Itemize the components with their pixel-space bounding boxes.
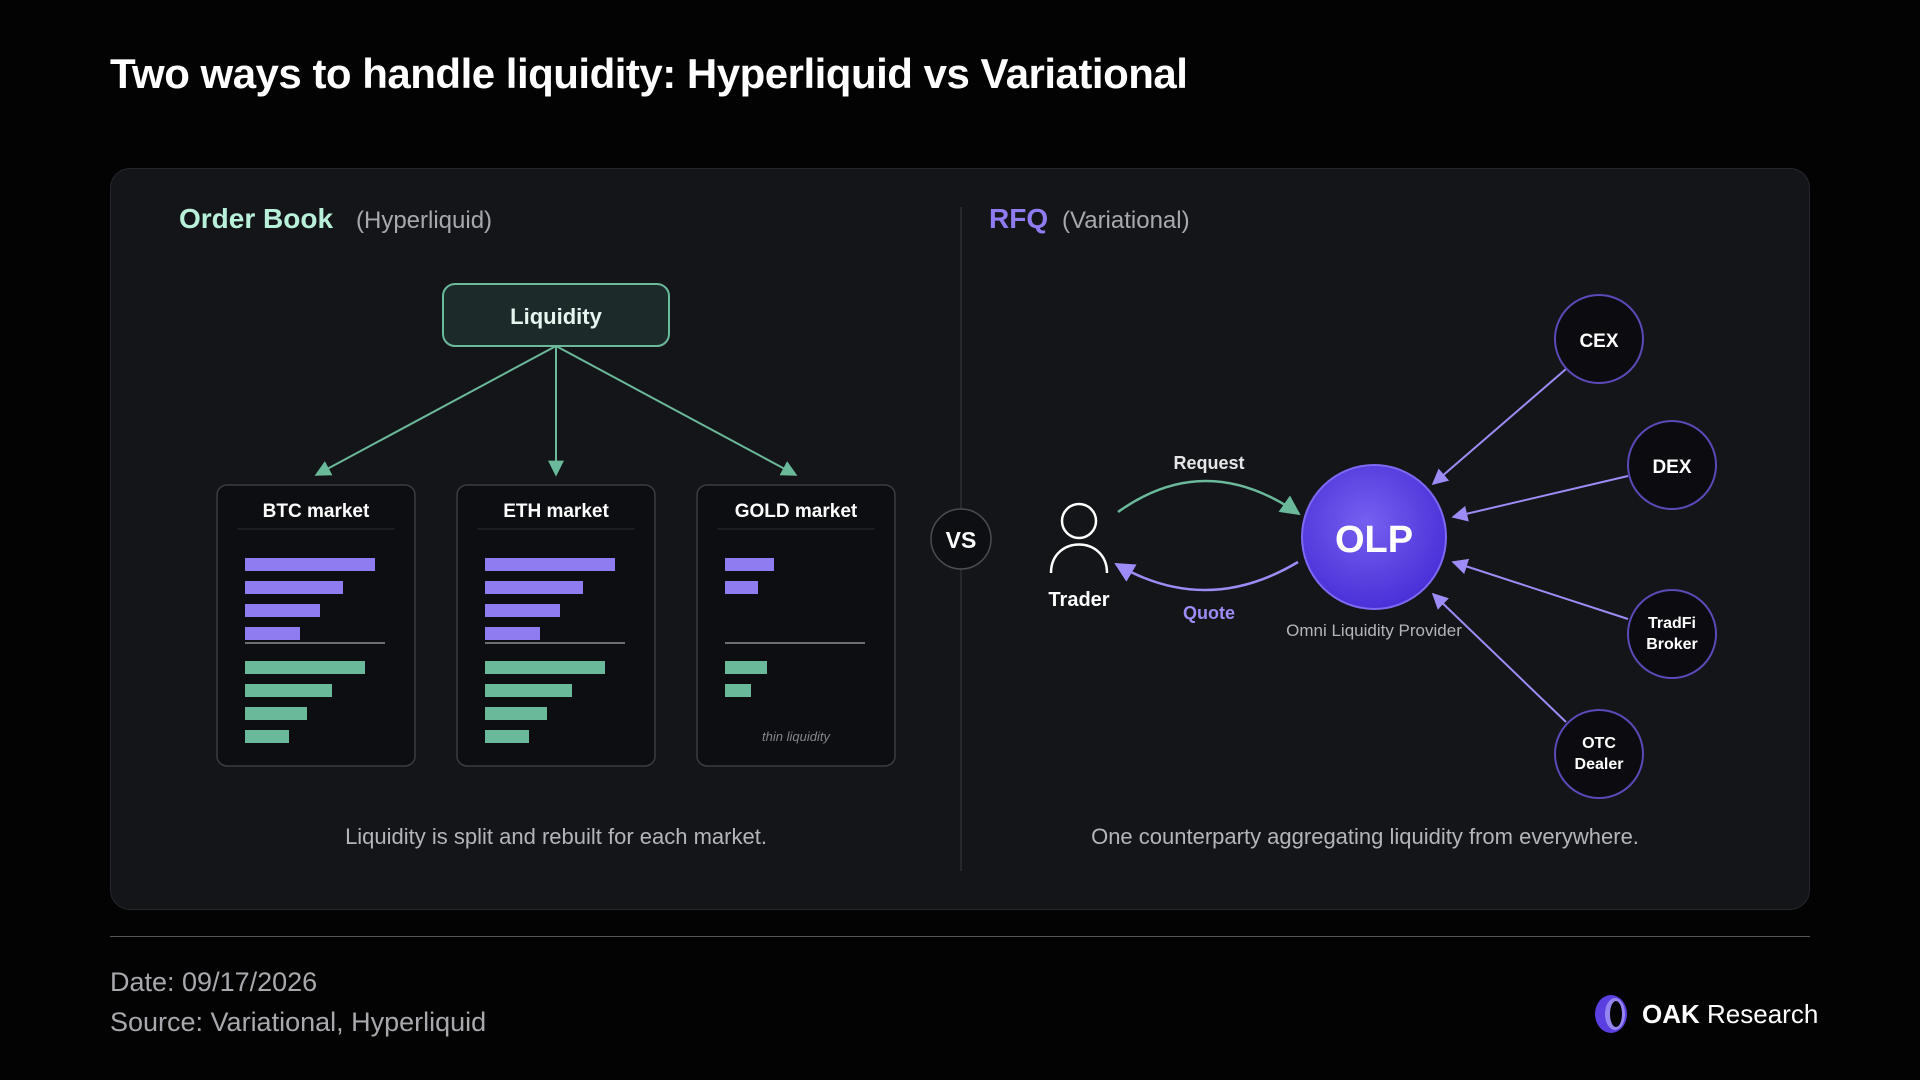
trader-label: Trader bbox=[1048, 589, 1109, 611]
olp-label: OLP bbox=[1335, 519, 1413, 561]
arrow-cex-olp bbox=[1431, 368, 1567, 486]
trader-icon bbox=[1049, 502, 1109, 574]
brand-text: OAK Research bbox=[1642, 999, 1818, 1030]
bid-depth-bar bbox=[245, 581, 343, 594]
brand-logo: OAK Research bbox=[1592, 992, 1818, 1036]
ask-depth-bar bbox=[485, 730, 529, 743]
source-node-tradfi-broker: TradFi Broker bbox=[1627, 589, 1717, 679]
market-card-btc: BTC market bbox=[216, 484, 416, 767]
order-book-subheading: (Hyperliquid) bbox=[356, 207, 492, 234]
bid-depth-bar bbox=[485, 627, 540, 640]
ask-depth-bar bbox=[245, 730, 289, 743]
page-title: Two ways to handle liquidity: Hyperliqui… bbox=[110, 50, 1188, 97]
brand-name-rest: Research bbox=[1699, 998, 1819, 1029]
vs-badge bbox=[930, 508, 992, 570]
market-title: GOLD market bbox=[735, 501, 858, 522]
ask-depth-bar bbox=[485, 661, 605, 674]
market-note: thin liquidity bbox=[762, 729, 831, 744]
quote-label: Quote bbox=[1183, 603, 1235, 623]
rfq-subheading: (Variational) bbox=[1062, 207, 1190, 234]
request-label: Request bbox=[1173, 453, 1244, 473]
liquidity-node-label: Liquidity bbox=[510, 304, 602, 329]
source-node-otc-dealer: OTC Dealer bbox=[1554, 709, 1644, 799]
oak-logo-icon bbox=[1595, 995, 1627, 1033]
ask-depth-bar bbox=[245, 661, 365, 674]
rfq-caption: One counterparty aggregating liquidity f… bbox=[1091, 824, 1639, 849]
arrow-liquidity-btc bbox=[314, 345, 557, 476]
source-label: DEX bbox=[1652, 457, 1691, 478]
market-title: BTC market bbox=[263, 501, 370, 522]
arrow-otc-olp bbox=[1431, 592, 1567, 723]
source-label: CEX bbox=[1579, 331, 1618, 352]
market-card-eth: ETH market bbox=[456, 484, 656, 767]
bid-depth-bar bbox=[245, 604, 320, 617]
bid-depth-bar bbox=[245, 558, 375, 571]
source-label-line2: Broker bbox=[1646, 636, 1698, 653]
request-arrow bbox=[1117, 479, 1301, 516]
source-node-dex: DEX bbox=[1627, 420, 1717, 510]
arrow-liquidity-gold bbox=[555, 345, 798, 476]
olp-hub bbox=[1301, 464, 1447, 610]
rfq-heading: RFQ bbox=[989, 203, 1048, 234]
bid-depth-bar bbox=[725, 558, 774, 571]
vs-label: VS bbox=[946, 527, 977, 553]
footer-source: Source: Variational, Hyperliquid bbox=[110, 1007, 487, 1037]
arrow-tradfi-olp bbox=[1451, 558, 1629, 620]
ask-depth-bar bbox=[245, 707, 307, 720]
source-label-line1: OTC bbox=[1582, 735, 1616, 752]
source-node-cex: CEX bbox=[1554, 294, 1644, 384]
market-card-gold: GOLD market thin liquidity bbox=[696, 484, 896, 767]
ask-depth-bar bbox=[725, 661, 767, 674]
order-book-heading: Order Book bbox=[179, 203, 333, 234]
source-label-line2: Dealer bbox=[1575, 756, 1624, 773]
bid-depth-bar bbox=[245, 627, 300, 640]
footer-meta: Date: 09/17/2026 Source: Variational, Hy… bbox=[110, 962, 486, 1042]
olp-caption: Omni Liquidity Provider bbox=[1286, 621, 1462, 640]
ask-depth-bar bbox=[485, 707, 547, 720]
bid-depth-bar bbox=[485, 558, 615, 571]
footer-divider bbox=[110, 936, 1810, 937]
arrow-dex-olp bbox=[1451, 475, 1629, 522]
comparison-panel: Order Book (Hyperliquid) RFQ (Variationa… bbox=[110, 168, 1810, 910]
comparison-diagram: Order Book (Hyperliquid) RFQ (Variationa… bbox=[179, 203, 1717, 871]
order-book-caption: Liquidity is split and rebuilt for each … bbox=[345, 824, 767, 849]
source-label-line1: TradFi bbox=[1648, 615, 1696, 632]
ask-depth-bar bbox=[485, 684, 572, 697]
brand-name-bold: OAK bbox=[1642, 998, 1700, 1029]
footer-date: Date: 09/17/2026 bbox=[110, 967, 318, 997]
quote-arrow bbox=[1114, 560, 1299, 592]
ask-depth-bar bbox=[725, 684, 751, 697]
bid-depth-bar bbox=[485, 581, 583, 594]
ask-depth-bar bbox=[245, 684, 332, 697]
market-title: ETH market bbox=[503, 501, 609, 522]
bid-depth-bar bbox=[485, 604, 560, 617]
bid-depth-bar bbox=[725, 581, 758, 594]
